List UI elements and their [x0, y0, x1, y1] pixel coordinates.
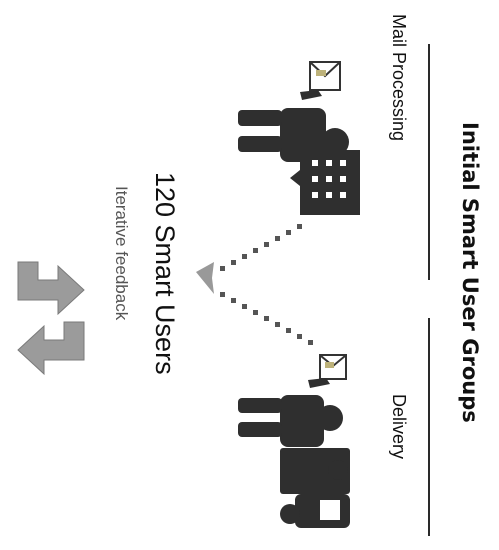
worker-with-delivery-truck-icon	[238, 355, 350, 528]
dotted-connector-left	[220, 224, 302, 271]
recycle-arrows-icon	[18, 262, 84, 374]
worker-with-factory-icon	[238, 62, 360, 215]
dotted-connector-right	[220, 292, 313, 345]
arrowhead-icon	[196, 262, 214, 294]
